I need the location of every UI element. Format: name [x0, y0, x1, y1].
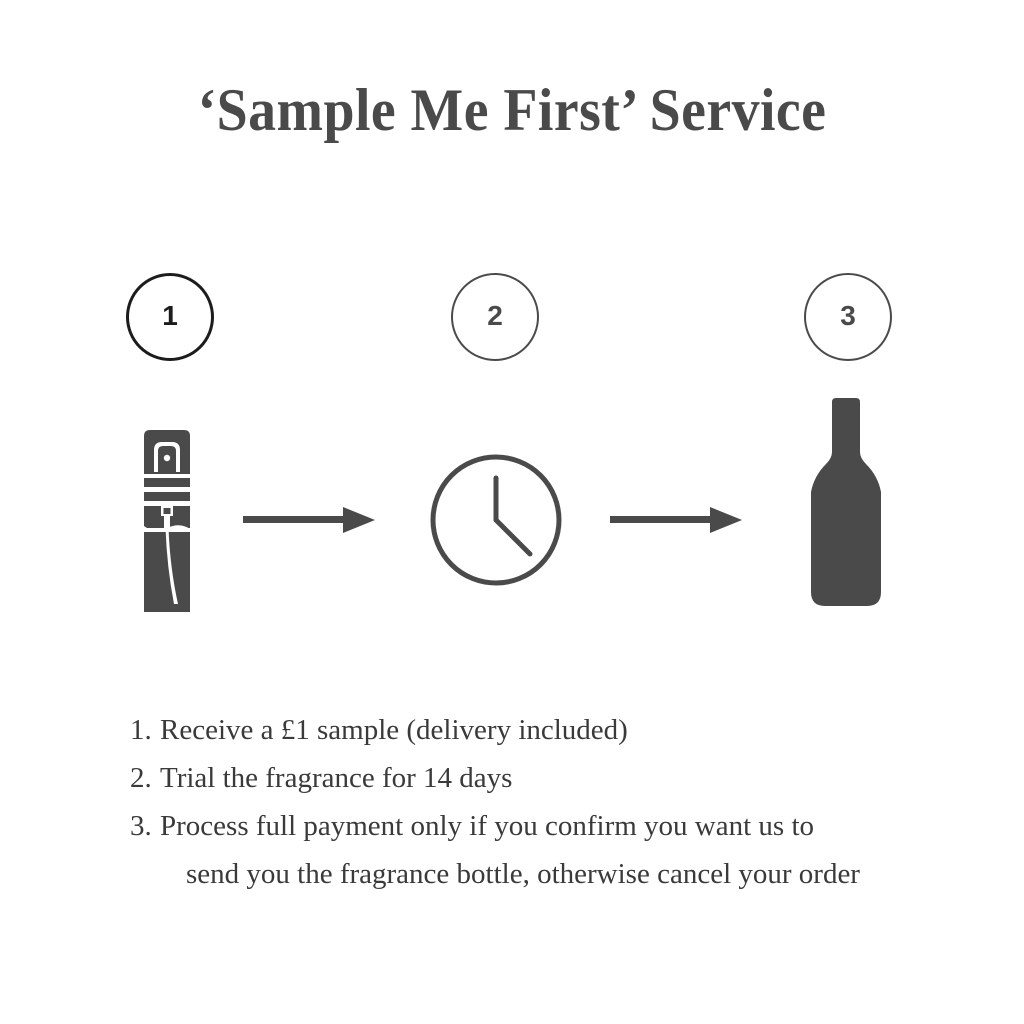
- arrow-right-icon: [610, 507, 742, 533]
- step-circle-3: 3: [804, 273, 892, 361]
- steps-list: 1. Receive a £1 sample (delivery include…: [130, 706, 950, 898]
- list-item-marker: 3.: [130, 810, 152, 842]
- step-number-2: 2: [487, 300, 503, 331]
- clock-icon: [430, 454, 562, 586]
- list-item-marker: 2.: [130, 762, 152, 794]
- perfume-bottle-icon: [811, 398, 881, 606]
- list-item-text: Process full payment only if you confirm…: [160, 810, 815, 842]
- list-item-text-continuation: send you the fragrance bottle, otherwise…: [186, 858, 860, 890]
- step-circle-1: 1: [126, 273, 214, 361]
- step-circle-2: 2: [451, 273, 539, 361]
- list-item: 3. Process full payment only if you conf…: [130, 802, 950, 898]
- step-number-3: 3: [840, 300, 856, 331]
- arrow-right-icon: [243, 507, 375, 533]
- list-item-text: Receive a £1 sample (delivery included): [160, 714, 628, 746]
- list-item-marker: 1.: [130, 714, 152, 746]
- list-item-text: Trial the fragrance for 14 days: [160, 762, 513, 794]
- sample-vial-icon: [144, 430, 190, 612]
- list-item: 1. Receive a £1 sample (delivery include…: [130, 706, 950, 754]
- list-item: 2. Trial the fragrance for 14 days: [130, 754, 950, 802]
- page-title: ‘Sample Me First’ Service: [197, 77, 827, 143]
- step-number-1: 1: [162, 300, 178, 331]
- list-item-text-wrap: Process full payment only if you confirm…: [160, 802, 950, 898]
